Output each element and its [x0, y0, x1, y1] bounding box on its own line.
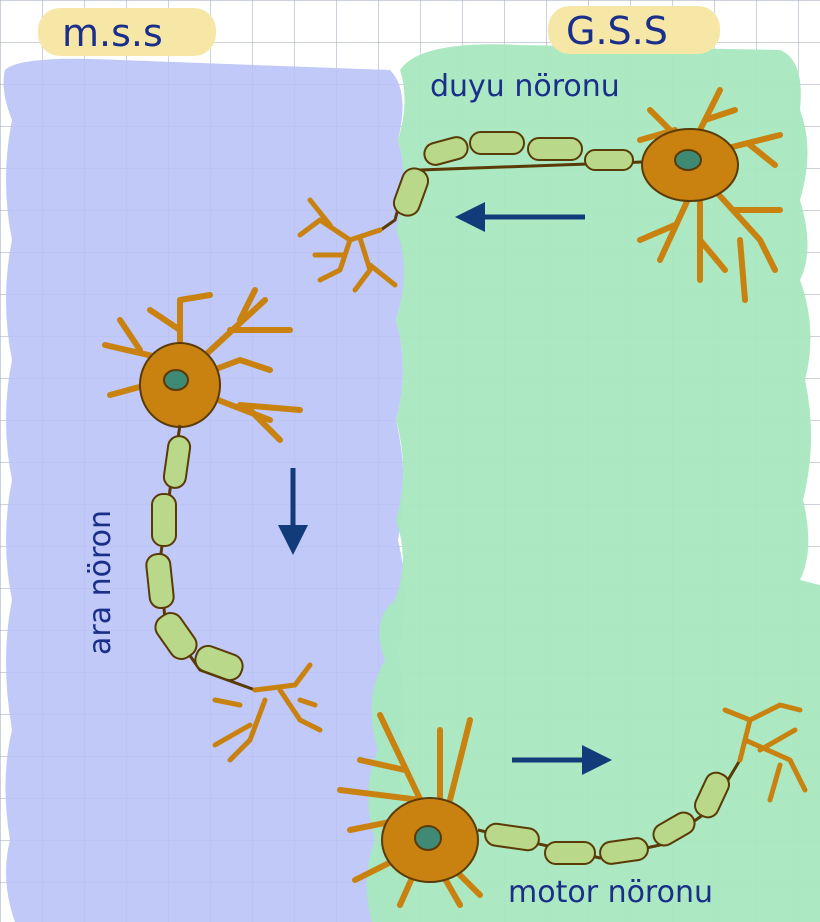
- interneuron-nucleus: [164, 370, 188, 390]
- motor-neuron-nucleus: [415, 826, 441, 850]
- label-motor-neuron: motor nöronu: [508, 875, 713, 910]
- title-left: m.s.s: [62, 11, 163, 55]
- label-sensory-neuron: duyu nöronu: [430, 69, 620, 104]
- sensory-neuron-nucleus: [675, 150, 701, 170]
- pns-region: [367, 44, 820, 922]
- label-interneuron: ara nöron: [83, 510, 118, 655]
- title-right: G.S.S: [566, 9, 668, 53]
